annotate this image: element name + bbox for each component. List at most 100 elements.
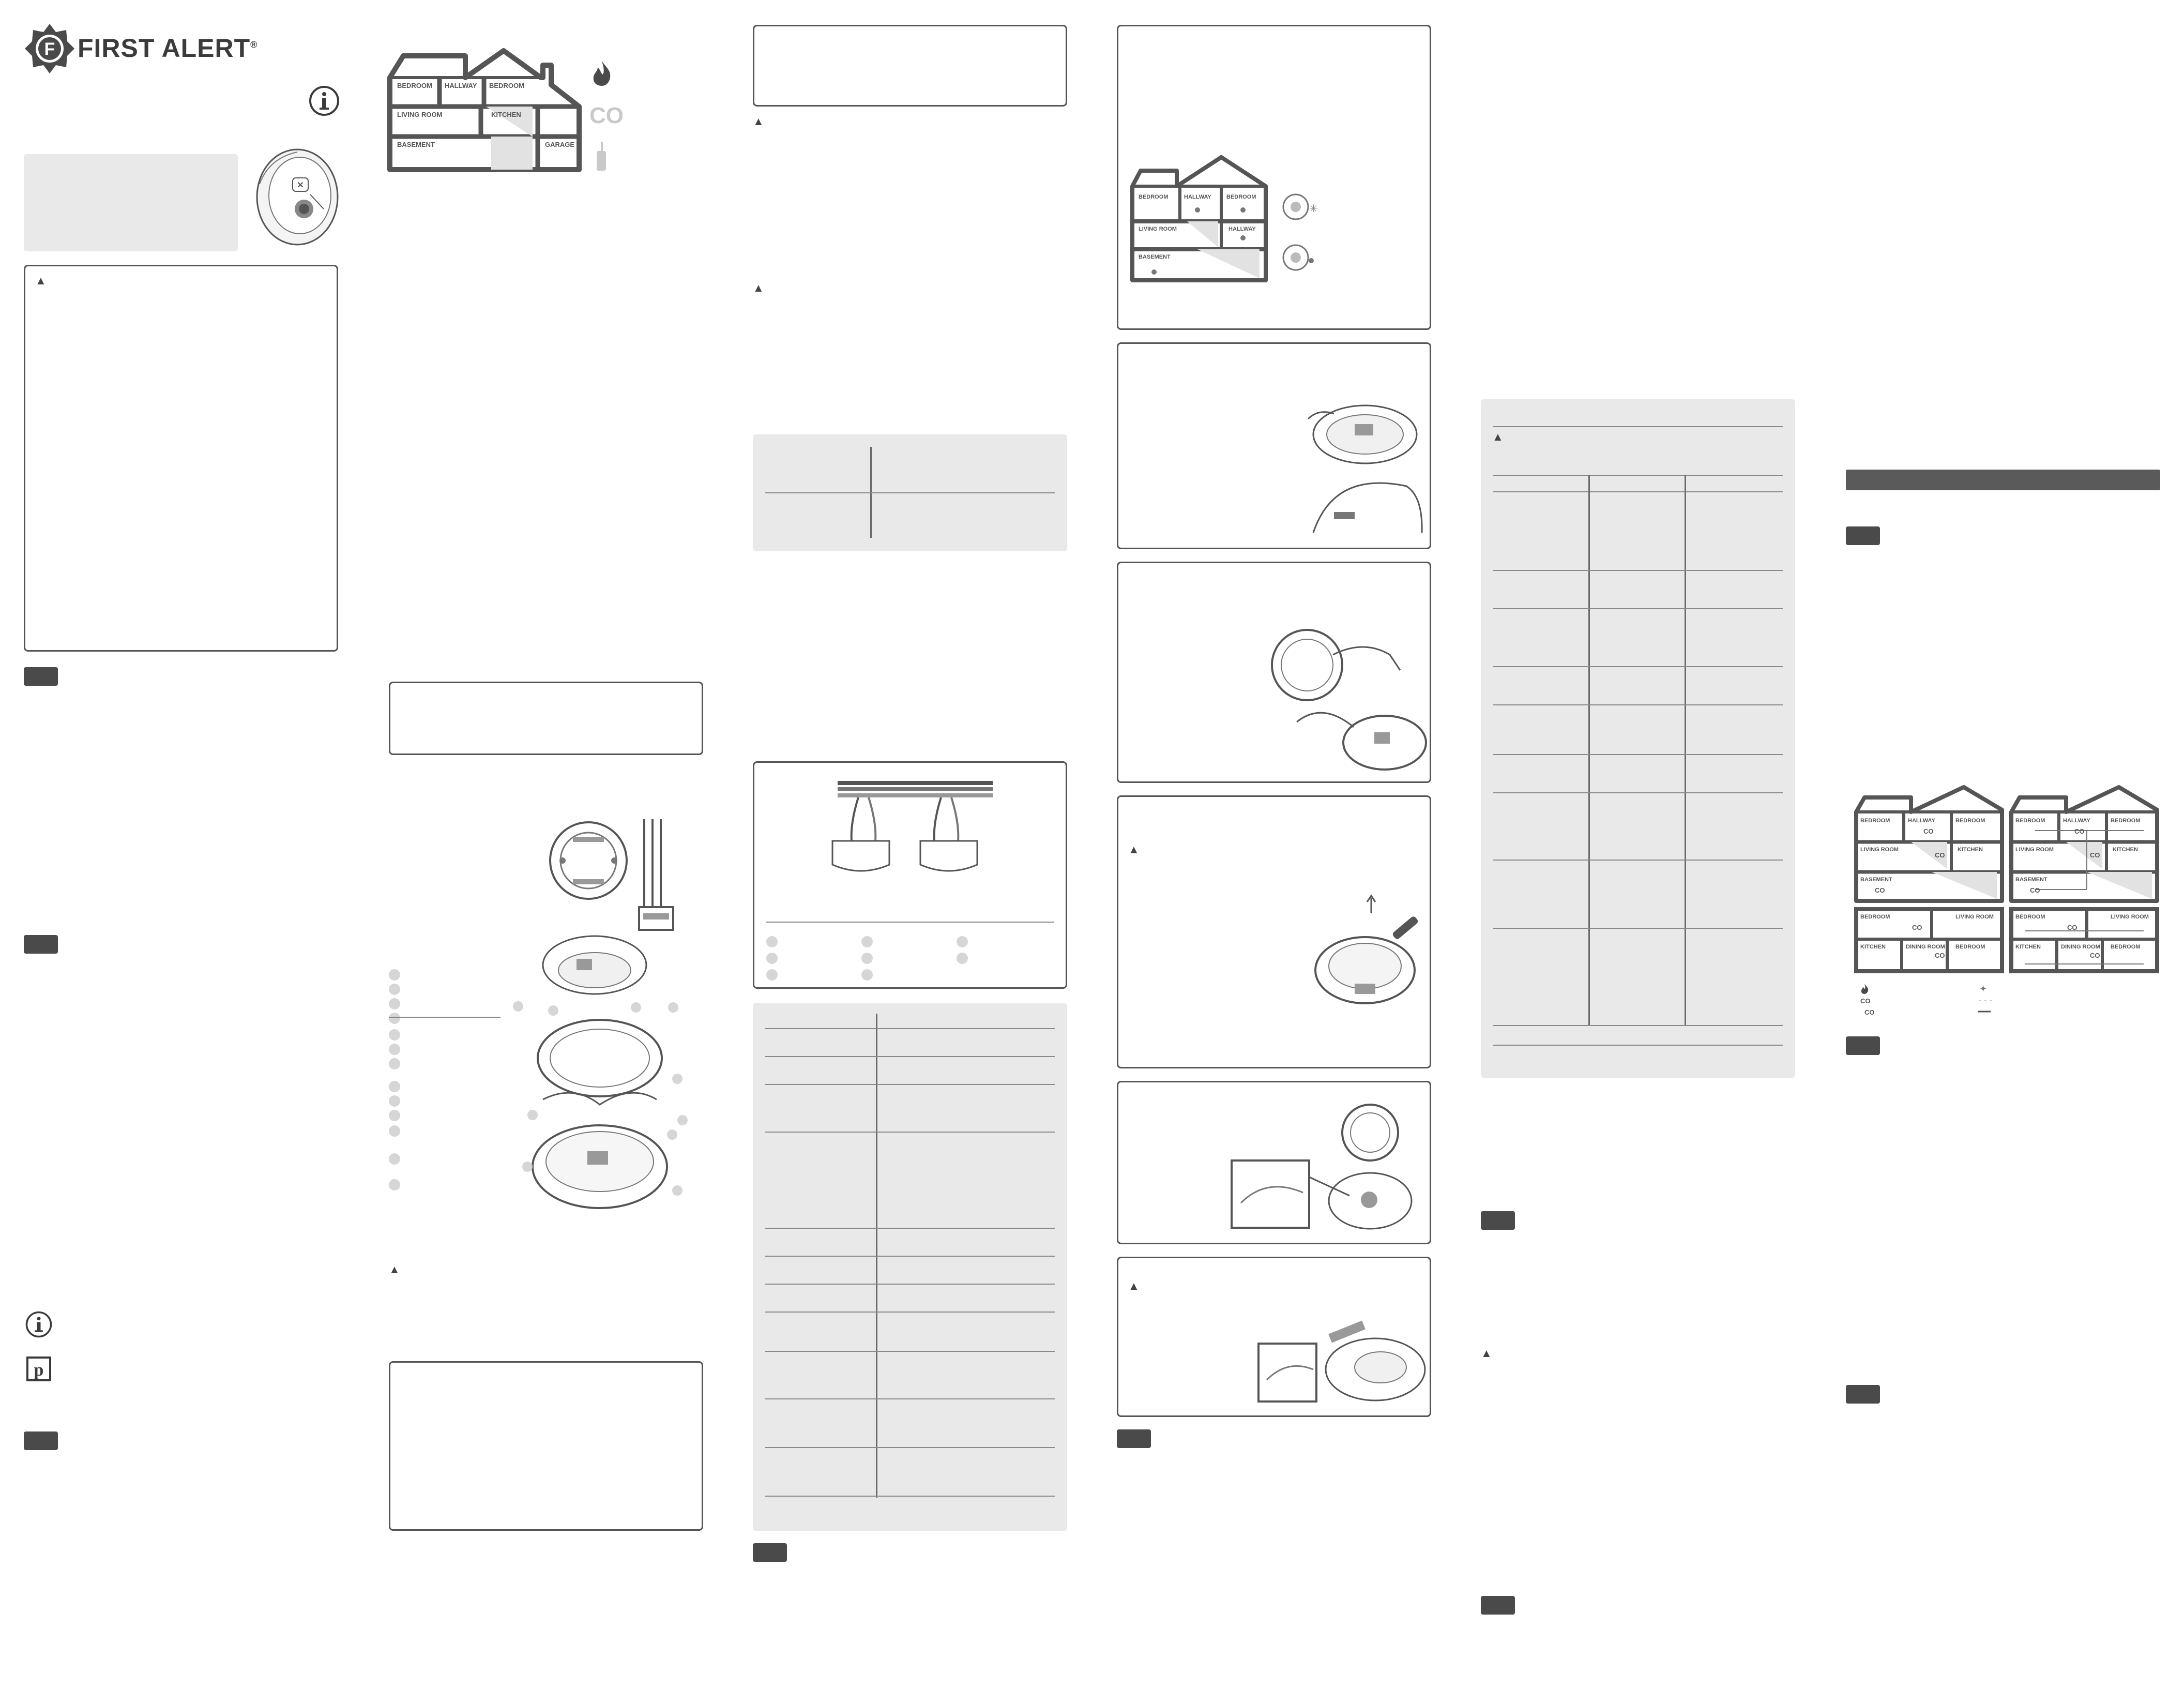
- table-row-line: [1493, 608, 1783, 609]
- room-label: BEDROOM: [2015, 818, 2045, 824]
- mounting-plate-image: [547, 819, 630, 905]
- table-row-line: [765, 1312, 1055, 1313]
- room-label: BEDROOM: [489, 82, 524, 89]
- battery-install-image: [1266, 624, 1431, 776]
- interconnect-legend: CO CO ✦ - - -: [1860, 984, 1993, 1016]
- callout-dot: [389, 1013, 400, 1024]
- warning-icon: ▲: [753, 115, 764, 128]
- room-label: GARAGE: [545, 141, 574, 148]
- divider: [766, 922, 1054, 923]
- troubleshoot-table-panel: [753, 1003, 1067, 1531]
- room-label: BEDROOM: [1139, 194, 1168, 200]
- table-row-line: [765, 1228, 1055, 1229]
- wiring-diagram: [807, 774, 1024, 880]
- room-label: DINING ROOM: [2061, 944, 2100, 950]
- room-label: KITCHEN: [2015, 944, 2041, 950]
- wire-connector-image: [637, 814, 678, 941]
- svg-text:✳: ✳: [1309, 203, 1318, 215]
- section-tag: [1846, 1036, 1880, 1055]
- logo-badge-icon: F: [25, 24, 74, 73]
- callout-dot: [389, 1110, 400, 1121]
- room-label: LIVING ROOM: [2015, 847, 2054, 853]
- table-divider: [1685, 475, 1686, 1025]
- table-divider: [1588, 475, 1590, 1025]
- house-left-upper: BEDROOM HALLWAY BEDROOM LIVING ROOM KITC…: [1854, 785, 2004, 903]
- svg-text:CO: CO: [2067, 924, 2077, 931]
- house-right-lower: BEDROOM LIVING ROOM KITCHEN DINING ROOM …: [2009, 907, 2159, 973]
- house-diagram-top: BEDROOM HALLWAY BEDROOM LIVING ROOM KITC…: [387, 44, 584, 174]
- callout-dot: [389, 969, 400, 981]
- svg-text:CO: CO: [1935, 851, 1945, 859]
- table-row-line: [1493, 792, 1783, 793]
- warning-icon: ▲: [1492, 430, 1504, 443]
- svg-text:p: p: [34, 1361, 44, 1380]
- warning-icon: ▲: [1128, 843, 1140, 856]
- section-tag: [1481, 1211, 1515, 1230]
- room-label: KITCHEN: [1860, 944, 1886, 950]
- table-row-line: [1493, 928, 1783, 929]
- table-row-line: [765, 1398, 1055, 1399]
- table-row-line: [765, 1256, 1055, 1257]
- table-row-line: [765, 1132, 1055, 1133]
- room-label: LIVING ROOM: [397, 111, 442, 118]
- table-row-line: [765, 1496, 1055, 1497]
- room-label: HALLWAY: [2063, 818, 2090, 824]
- callout-dot: [389, 1125, 400, 1137]
- callout-dot: [389, 1095, 400, 1107]
- section-tag: [1846, 526, 1880, 545]
- callout-dot: [389, 1153, 400, 1165]
- section-header-bar: [1846, 470, 2160, 490]
- room-label: HALLWAY: [1908, 818, 1935, 824]
- svg-text:CO: CO: [1864, 1008, 1875, 1016]
- svg-text:CO: CO: [1860, 997, 1871, 1005]
- warning-icon: ▲: [753, 281, 764, 294]
- callout-dot: [389, 1081, 400, 1092]
- room-label: LIVING ROOM: [1860, 847, 1899, 853]
- svg-text:CO: CO: [1912, 924, 1922, 931]
- svg-text:CO: CO: [589, 103, 624, 128]
- svg-text:CO: CO: [2090, 851, 2100, 859]
- wiring-diagram-box: [753, 761, 1067, 989]
- note-box: [389, 1361, 703, 1531]
- callout-dot: [389, 1029, 400, 1041]
- table-row-line: [1493, 666, 1783, 667]
- room-label: BASEMENT: [1139, 254, 1171, 260]
- test-button-image: [1231, 1099, 1422, 1237]
- room-label: LIVING ROOM: [1139, 226, 1177, 232]
- callout-dot: [389, 998, 400, 1009]
- info-icon: [25, 1310, 53, 1341]
- exploded-alarm-diagram: [512, 934, 698, 1226]
- room-label: BEDROOM: [1226, 194, 1256, 200]
- flame-icon: [590, 60, 613, 89]
- table-row-line: [765, 1056, 1055, 1057]
- callout-dot: [957, 953, 968, 964]
- table-row-line: [1493, 491, 1783, 492]
- cleaning-image: [1256, 1318, 1427, 1408]
- svg-text:CO: CO: [2074, 827, 2085, 835]
- callout-dot: [766, 936, 778, 947]
- room-label: LIVING ROOM: [1955, 914, 1994, 920]
- section-tag: [1481, 1596, 1515, 1615]
- room-label: HALLWAY: [445, 82, 477, 89]
- room-label: BEDROOM: [1955, 818, 1985, 824]
- alarm-removal-image: [1303, 398, 1427, 546]
- room-label: BEDROOM: [2015, 914, 2045, 920]
- p-icon: p: [26, 1356, 52, 1384]
- room-label: LIVING ROOM: [2111, 914, 2149, 920]
- callout-dot: [389, 984, 400, 995]
- table-row-line: [765, 1028, 1055, 1029]
- room-label: DINING ROOM: [1906, 944, 1945, 950]
- callout-dot: [389, 1179, 400, 1190]
- svg-text:CO: CO: [1935, 952, 1945, 959]
- table-row-line: [1493, 426, 1783, 427]
- room-label: KITCHEN: [491, 111, 521, 118]
- table-divider: [765, 492, 1055, 493]
- section-tag: [24, 935, 58, 954]
- table-row-line: [1493, 860, 1783, 861]
- alarm-led-icon: [1281, 242, 1317, 276]
- info-icon: [308, 85, 340, 119]
- table-row-line: [765, 1351, 1055, 1352]
- smoke-alarm-legend-icon: [594, 141, 609, 174]
- room-label: KITCHEN: [2113, 847, 2138, 853]
- table-row-line: [1493, 754, 1783, 755]
